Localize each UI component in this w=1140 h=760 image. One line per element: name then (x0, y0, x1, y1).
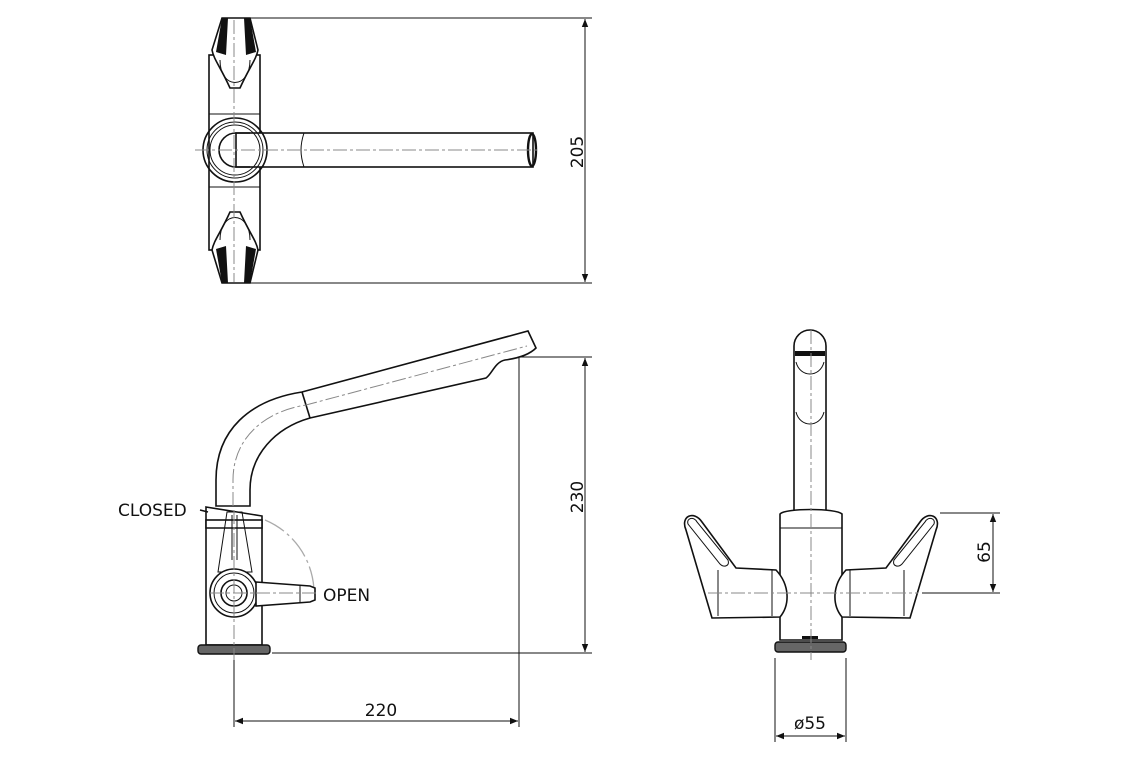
dimension-label-65: 65 (975, 541, 995, 563)
body-front (779, 508, 843, 641)
handle-top (211, 17, 259, 89)
dimension-label-diameter-55: ø55 (794, 714, 826, 734)
handle-left (683, 514, 788, 619)
dimension-label-230: 230 (568, 481, 588, 513)
front-view: 65 ø55 (683, 329, 1000, 742)
closed-label: CLOSED (118, 501, 187, 521)
lever-open (255, 581, 316, 607)
swing-arc (264, 519, 315, 591)
handle-bottom (211, 211, 259, 284)
spout-front (793, 329, 827, 513)
dimension-label-205: 205 (568, 136, 588, 168)
spout-side (215, 330, 537, 507)
top-view: 205 (195, 17, 592, 284)
handle-right (834, 514, 939, 619)
side-view: 230 220 CLOSED OPEN (118, 330, 592, 727)
open-label: OPEN (323, 586, 370, 606)
dimension-label-220: 220 (365, 701, 397, 721)
